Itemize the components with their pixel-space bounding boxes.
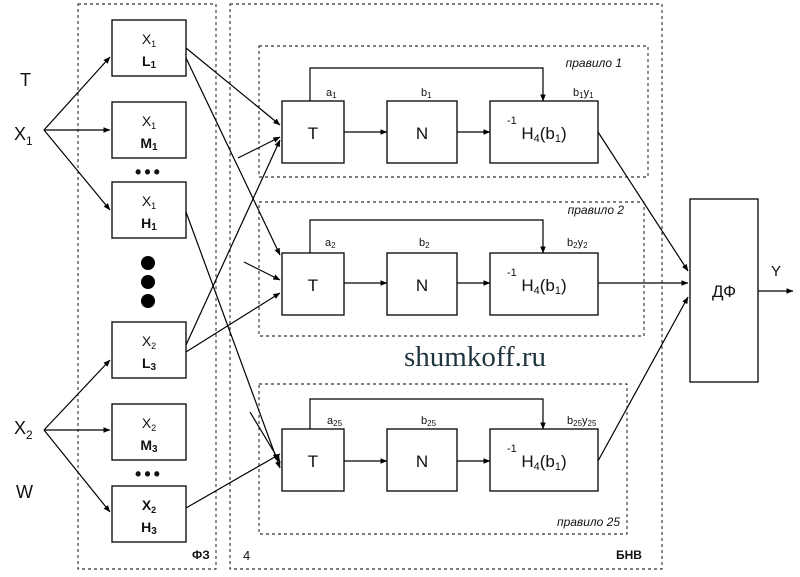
fuzzifier-frame (77, 3, 217, 570)
rule-25-by-label: b25y25 (567, 415, 597, 428)
membership-connections (185, 47, 281, 509)
svg-text:N: N (416, 276, 428, 295)
rule-25-h-block: H4(b1) -1 (489, 428, 599, 492)
rule-25-n-block: N (386, 428, 458, 492)
svg-text:H4(b1): H4(b1) (521, 276, 566, 297)
svg-text:-1: -1 (507, 267, 517, 279)
rule-2-h-block: H4(b1) -1 (489, 252, 599, 316)
rule-block-frame (229, 3, 663, 570)
rule-1-n-block: N (386, 100, 458, 164)
rule-1-h-block: H4(b1) -1 (489, 100, 599, 164)
fuzz-box-x1-l1: X1 L1 (111, 19, 187, 77)
input-x1-label: X1 (14, 124, 33, 148)
rule-25-wires (309, 398, 546, 464)
rule-1-wires (309, 67, 546, 135)
svg-text:M3: M3 (140, 437, 158, 455)
input-w-label: W (16, 482, 33, 502)
svg-text:X1: X1 (142, 113, 156, 131)
input-x2-label: X2 (14, 418, 33, 442)
rule-2-a-label: a2 (325, 237, 336, 250)
svg-text:X1: X1 (142, 193, 156, 211)
svg-text:N: N (416, 452, 428, 471)
rule-1-title: правило 1 (566, 56, 622, 70)
rule-25-a-label: a25 (327, 415, 343, 428)
svg-text:H1: H1 (141, 215, 157, 233)
svg-text:X2: X2 (142, 497, 156, 515)
rule-25-frame (258, 383, 628, 535)
fuzz-box-x2-h3: X2 H3 (111, 485, 187, 543)
svg-text:H4(b1): H4(b1) (521, 124, 566, 145)
corner-number: 4 (243, 548, 250, 563)
svg-text:X1: X1 (142, 31, 156, 49)
rule-1-t-block: T (281, 100, 345, 164)
rule-2-by-label: b2y2 (567, 237, 588, 250)
input-arrows (43, 56, 111, 513)
rule-2-wires (309, 219, 546, 286)
svg-text:N: N (416, 124, 428, 143)
svg-text:ДФ: ДФ (712, 282, 736, 301)
rule-2-t-block: T (281, 252, 345, 316)
fuzz-box-x1-h1: X1 H1 (111, 181, 187, 239)
defuzzifier-block: ДФ (689, 198, 759, 383)
svg-text:T: T (308, 124, 318, 143)
fuzz-vertical-dots (141, 256, 155, 308)
rule-output-wires (597, 131, 689, 462)
rule-2-title: правило 2 (568, 203, 625, 217)
rule-2-frame (258, 201, 645, 337)
rule-2-b-label: b2 (419, 237, 430, 250)
fuzz-ellipsis-bottom: ••• (135, 464, 163, 484)
output-y-label: Y (771, 263, 781, 280)
rule-1-by-label: b1y1 (573, 87, 594, 100)
svg-text:X2: X2 (142, 415, 156, 433)
svg-text:H3: H3 (141, 519, 157, 537)
rule-2-n-block: N (386, 252, 458, 316)
rule-25-t-block: T (281, 428, 345, 492)
svg-text:-1: -1 (507, 115, 517, 127)
rule-1-frame (258, 45, 649, 178)
fuzz-ellipsis-top: ••• (135, 162, 163, 182)
rule-1-a-label: a1 (326, 87, 337, 100)
rule-1-b-label: b1 (421, 87, 432, 100)
svg-text:-1: -1 (507, 443, 517, 455)
input-t-label: T (20, 70, 31, 90)
fuzz-box-x2-m3: X2 M3 (111, 403, 187, 461)
fuzzifier-label: ФЗ (192, 548, 210, 562)
rule-25-b-label: b25 (421, 415, 437, 428)
watermark: shumkoff.ru (404, 341, 546, 373)
fuzz-box-x1-m1: X1 M1 (111, 101, 187, 159)
svg-text:T: T (308, 452, 318, 471)
rule-25-title: правило 25 (557, 515, 620, 529)
rule-block-label: БНВ (616, 548, 642, 562)
svg-text:T: T (308, 276, 318, 295)
svg-text:M1: M1 (140, 135, 158, 153)
svg-text:L3: L3 (142, 355, 157, 373)
fuzz-box-x2-l3: X2 L3 (111, 321, 187, 379)
svg-text:L1: L1 (142, 53, 157, 71)
svg-text:H4(b1): H4(b1) (521, 452, 566, 473)
svg-text:X2: X2 (142, 333, 156, 351)
